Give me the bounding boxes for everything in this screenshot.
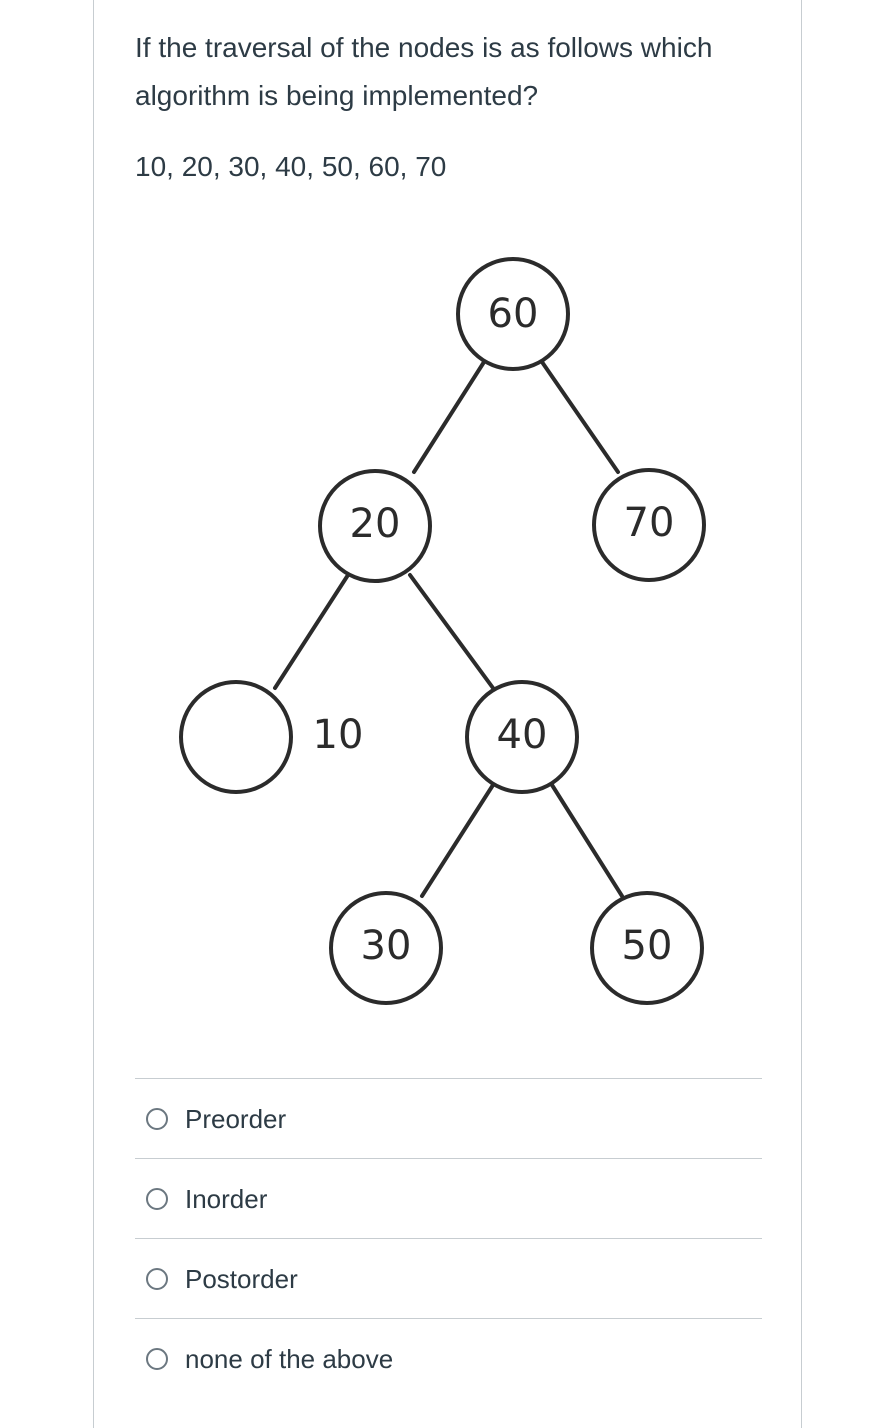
tree-node-50 — [590, 891, 704, 1005]
answer-options: Preorder Inorder Postorder none of the a… — [135, 1078, 762, 1398]
tree-node-label-10: 10 — [313, 712, 364, 758]
question-text: If the traversal of the nodes is as foll… — [135, 32, 713, 111]
binary-tree-diagram: 60 20 70 10 40 30 50 — [178, 250, 718, 1020]
answer-label-none-of-the-above: none of the above — [185, 1343, 394, 1374]
tree-node-20 — [318, 469, 432, 583]
tree-node-70 — [592, 468, 706, 582]
answer-label-preorder: Preorder — [185, 1103, 287, 1134]
answer-option-postorder[interactable]: Postorder — [135, 1238, 762, 1318]
radio-button-none-of-the-above[interactable] — [146, 1347, 168, 1370]
tree-node-label-70: 70 — [624, 500, 675, 546]
answer-option-none-of-the-above[interactable]: none of the above — [135, 1318, 762, 1398]
answer-option-inorder[interactable]: Inorder — [135, 1158, 762, 1238]
quiz-question-card: If the traversal of the nodes is as foll… — [93, 0, 802, 1428]
tree-node-60 — [456, 257, 570, 371]
radio-button-preorder[interactable] — [146, 1107, 168, 1130]
edge-40-50 — [550, 783, 624, 898]
radio-button-inorder[interactable] — [146, 1187, 168, 1210]
edge-20-10 — [273, 573, 350, 690]
tree-node-label-30: 30 — [361, 923, 412, 969]
tree-node-label-50: 50 — [622, 923, 673, 969]
tree-node-10 — [179, 680, 293, 794]
edge-60-70 — [540, 360, 620, 474]
radio-button-postorder[interactable] — [146, 1267, 168, 1290]
answer-option-preorder[interactable]: Preorder — [135, 1078, 762, 1158]
tree-node-40 — [465, 680, 579, 794]
answer-label-postorder: Postorder — [185, 1263, 298, 1294]
edge-40-30 — [420, 783, 495, 898]
tree-node-30 — [329, 891, 443, 1005]
traversal-sequence: 10, 20, 30, 40, 50, 60, 70 — [135, 151, 447, 182]
tree-node-label-20: 20 — [350, 501, 401, 547]
edge-60-20 — [412, 360, 486, 474]
answer-label-inorder: Inorder — [185, 1183, 268, 1214]
binary-tree-svg: 60 20 70 10 40 30 50 — [179, 257, 706, 1005]
tree-node-label-40: 40 — [497, 712, 548, 758]
tree-node-label-60: 60 — [488, 291, 539, 337]
edge-20-40 — [408, 573, 495, 690]
